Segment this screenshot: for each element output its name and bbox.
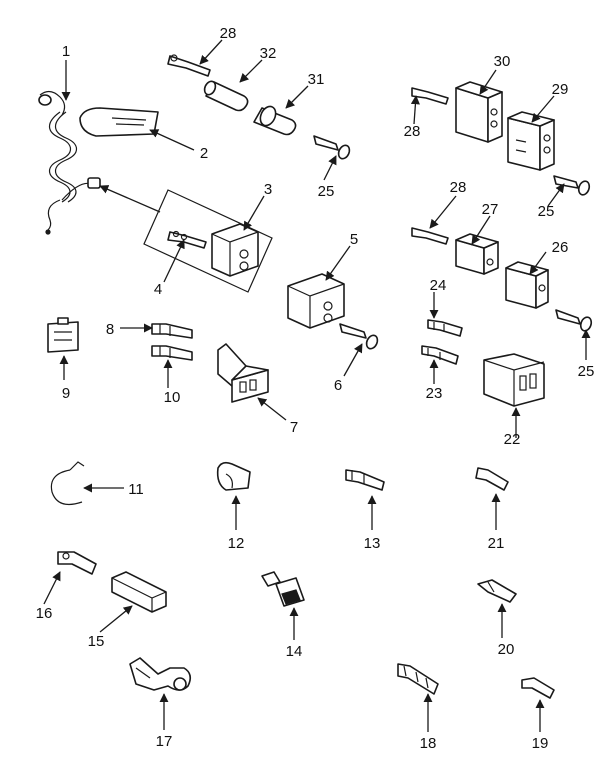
callout-13: 13 [364, 535, 381, 552]
callout-4: 4 [154, 281, 162, 298]
part-27-connector [455, 233, 499, 275]
part-21-terminal [475, 467, 509, 491]
callout-10: 10 [164, 389, 181, 406]
callout-6: 6 [334, 377, 342, 394]
part-32-sleeve [203, 80, 249, 112]
callout-18: 18 [420, 735, 437, 752]
part-29-connector [507, 111, 555, 171]
part-8-terminal [151, 323, 193, 339]
part-17-ring-terminal [129, 657, 192, 691]
part-31-sleeve [253, 105, 297, 136]
callout-24: 24 [430, 277, 447, 294]
callout-32: 32 [260, 45, 277, 62]
callout-16: 16 [36, 605, 53, 622]
callout-28-top: 28 [220, 25, 237, 42]
callout-12: 12 [228, 535, 245, 552]
part-20-terminal [477, 579, 517, 603]
callout-19: 19 [532, 735, 549, 752]
callout-28-right-top: 28 [404, 123, 421, 140]
part-2-tag [79, 107, 159, 137]
part-28-terminal-top [167, 54, 211, 77]
part-3-connector [211, 223, 259, 277]
part-22-connector [483, 353, 545, 407]
part-7-housing [217, 343, 269, 403]
part-25-terminal-center [313, 135, 351, 160]
callout-11: 11 [128, 481, 144, 498]
callout-7: 7 [290, 419, 298, 436]
part-14-terminal [261, 571, 305, 607]
part-26-connector [505, 261, 549, 309]
callout-23: 23 [426, 385, 443, 402]
callout-1: 1 [62, 43, 70, 60]
callout-31: 31 [308, 71, 325, 88]
callout-2: 2 [200, 145, 208, 162]
part-13-terminal [345, 469, 385, 491]
part-group-3-4-box [143, 189, 273, 293]
part-25-terminal-right-mid [555, 309, 593, 332]
callout-8: 8 [106, 321, 114, 338]
callout-20: 20 [498, 641, 515, 658]
callout-26: 26 [552, 239, 569, 256]
callout-22: 22 [504, 431, 521, 448]
callout-25-right-top: 25 [538, 203, 555, 220]
part-9-clip [47, 317, 79, 353]
part-23-terminal [421, 345, 459, 365]
part-19-terminal [521, 677, 555, 699]
callout-numbers: 1 2 3 4 5 6 7 8 9 10 11 12 13 14 15 16 1… [36, 25, 595, 752]
leader-lines [43, 39, 591, 732]
callout-3: 3 [264, 181, 272, 198]
part-1-wire-harness [38, 90, 101, 235]
part-28-terminal-right-mid [411, 227, 449, 245]
part-10-terminal [151, 345, 193, 361]
part-16-terminal [57, 551, 97, 575]
part-25-terminal-right-top [553, 175, 591, 196]
part-18-terminal [397, 663, 439, 695]
part-5-connector [287, 273, 345, 329]
callout-30: 30 [494, 53, 511, 70]
callout-15: 15 [88, 633, 105, 650]
part-28-terminal-right-top [411, 87, 449, 105]
callout-17: 17 [156, 733, 173, 750]
callout-25-center: 25 [318, 183, 335, 200]
callout-21: 21 [488, 535, 505, 552]
part-12-clip [216, 461, 251, 491]
part-30-connector [455, 81, 503, 143]
callout-9: 9 [62, 385, 70, 402]
part-15-insulator [111, 571, 167, 613]
callout-27: 27 [482, 201, 499, 218]
callout-28-right-mid: 28 [450, 179, 467, 196]
part-11-clamp [50, 461, 85, 505]
part-24-terminal [427, 319, 463, 337]
callout-5: 5 [350, 231, 358, 248]
callout-29: 29 [552, 81, 569, 98]
part-6-terminal [339, 323, 379, 350]
callout-25-right-mid: 25 [578, 363, 595, 380]
part-4-terminal [167, 230, 207, 249]
callout-14: 14 [286, 643, 303, 660]
